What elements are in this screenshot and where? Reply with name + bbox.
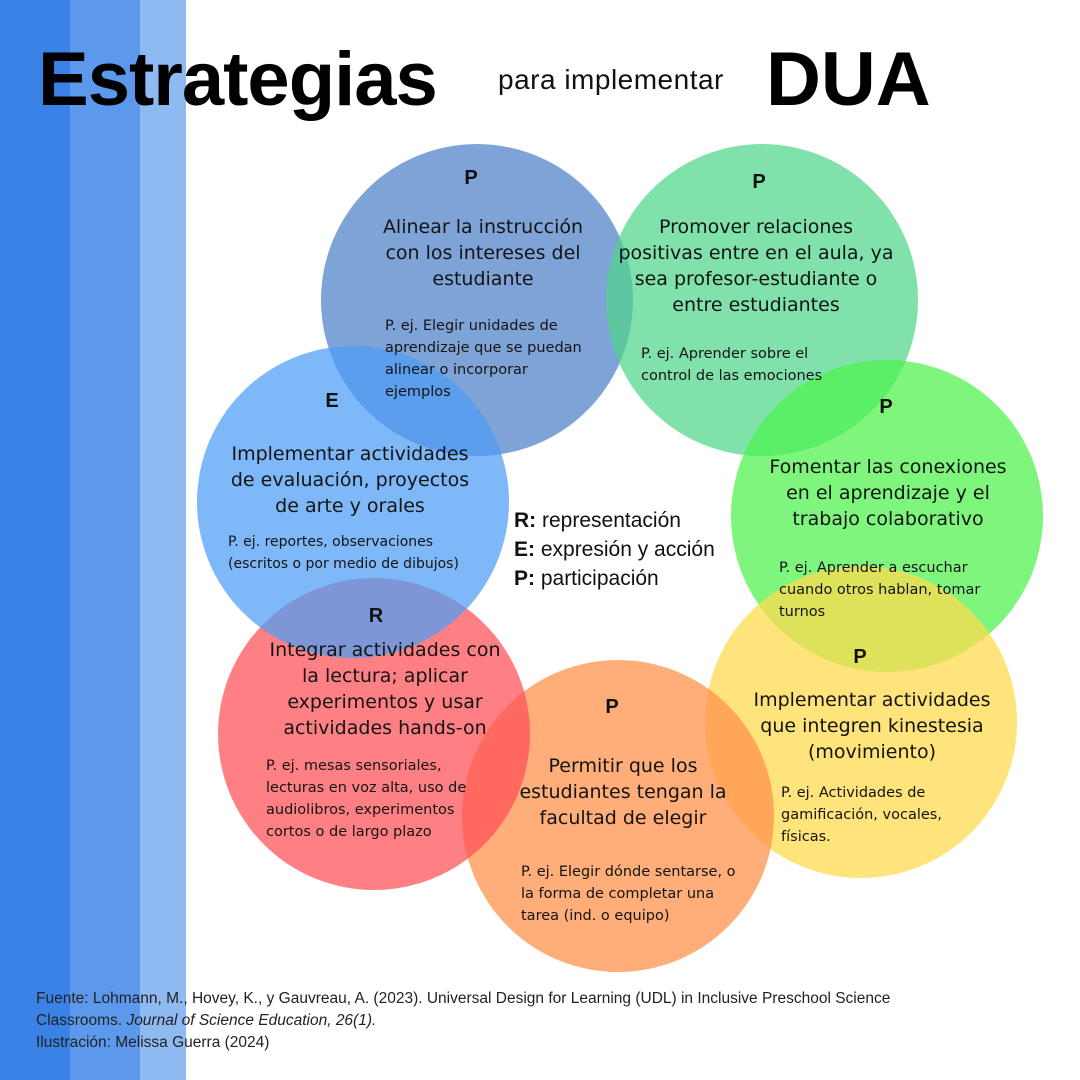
legend-text: expresión y acción	[535, 538, 715, 561]
heading-line: trabajo colaborativo	[792, 508, 984, 530]
example-line: P. ej. Elegir dónde sentarse, o	[521, 864, 736, 880]
source-line-3: Ilustración: Melissa Guerra (2024)	[36, 1034, 270, 1051]
heading-line: facultad de elegir	[539, 807, 707, 829]
title-acronym: DUA	[766, 37, 931, 122]
heading-line: la lectura; aplicar	[302, 665, 468, 687]
heading-line: con los intereses del	[385, 242, 581, 264]
legend-item-r: R: representación	[514, 506, 715, 535]
example-line: P. ej. mesas sensoriales,	[266, 758, 442, 774]
circle-left-heading: Implementar actividades de evaluación, p…	[217, 441, 483, 519]
circle-left-letter: E	[325, 390, 339, 412]
circle-right-example: P. ej. Aprender a escuchar cuando otros …	[779, 557, 980, 623]
title-subtitle: para implementar	[498, 64, 724, 95]
circle-bottom-left-letter: R	[368, 605, 384, 627]
circle-bottom-right-heading: Implementar actividades que integren kin…	[730, 687, 1014, 765]
heading-line: que integren kinestesia	[760, 715, 984, 737]
heading-line: en el aprendizaje y el	[786, 482, 990, 504]
example-line: ejemplos	[385, 384, 451, 400]
decor-stripe-2	[70, 0, 140, 1080]
example-line: lecturas en voz alta, uso de	[266, 780, 467, 796]
heading-line: Integrar actividades con	[269, 639, 501, 661]
heading-line: Alinear la instrucción	[382, 216, 584, 238]
circle-bottom-right-letter: P	[853, 646, 867, 668]
decor-stripe-1	[0, 0, 70, 1080]
source-citation: Fuente: Lohmann, M., Hovey, K., y Gauvre…	[36, 988, 1036, 1054]
heading-line: Implementar actividades	[753, 689, 991, 711]
heading-line: de arte y orales	[275, 495, 425, 517]
example-line: audiolibros, experimentos	[266, 802, 455, 818]
source-line-1: Fuente: Lohmann, M., Hovey, K., y Gauvre…	[36, 990, 891, 1007]
heading-line: actividades hands-on	[283, 717, 487, 739]
circle-right-heading: Fomentar las conexiones en el aprendizaj…	[752, 454, 1024, 532]
heading-line: estudiantes tengan la	[519, 781, 727, 803]
example-line: (escritos o por medio de dibujos)	[228, 556, 459, 572]
legend: R: representación E: expresión y acción …	[514, 506, 715, 593]
heading-line: entre estudiantes	[672, 294, 840, 316]
legend-text: participación	[535, 567, 659, 590]
circle-top-left-heading: Alinear la instrucción con los intereses…	[340, 214, 626, 292]
circle-top-left-example: P. ej. Elegir unidades de aprendizaje qu…	[385, 315, 582, 403]
circle-top-right-heading: Promover relaciones positivas entre en e…	[606, 214, 906, 318]
circle-top-right-letter: P	[752, 171, 766, 193]
example-line: alinear o incorporar	[385, 362, 528, 378]
legend-key: R:	[514, 509, 537, 532]
example-line: físicas.	[781, 829, 831, 845]
source-line-2: Classrooms. Journal of Science Education…	[36, 1010, 1036, 1032]
example-line: P. ej. Actividades de	[781, 785, 926, 801]
circle-right-letter: P	[879, 396, 893, 418]
decor-stripe-3	[140, 0, 186, 1080]
circle-left	[197, 346, 509, 658]
example-line: P. ej. Aprender sobre el	[641, 346, 809, 362]
circle-bottom-example: P. ej. Elegir dónde sentarse, o la forma…	[521, 861, 736, 927]
example-line: cortos o de largo plazo	[266, 824, 432, 840]
heading-line: experimentos y usar	[287, 691, 483, 713]
example-line: la forma de completar una	[521, 886, 715, 902]
example-line: aprendizaje que se puedan	[385, 340, 582, 356]
legend-key: P:	[514, 567, 535, 590]
legend-text: representación	[536, 509, 681, 532]
heading-line: estudiante	[432, 268, 534, 290]
circle-bottom-left-heading: Integrar actividades con la lectura; apl…	[254, 637, 516, 741]
heading-line: Permitir que los	[548, 755, 698, 777]
example-line: turnos	[779, 604, 826, 620]
heading-line: (movimiento)	[807, 741, 937, 763]
example-line: control de las emociones	[641, 368, 823, 384]
example-line: P. ej. reportes, observaciones	[228, 534, 434, 550]
heading-line: de evaluación, proyectos	[230, 469, 470, 491]
heading-line: Implementar actividades	[231, 443, 469, 465]
circle-bottom-letter: P	[605, 696, 619, 718]
legend-item-e: E: expresión y acción	[514, 535, 715, 564]
title-main: Estrategias	[38, 37, 438, 122]
circle-top-left-letter: P	[464, 167, 478, 189]
legend-item-p: P: participación	[514, 564, 715, 593]
circle-left-example: P. ej. reportes, observaciones (escritos…	[228, 531, 459, 575]
heading-line: sea profesor-estudiante o	[634, 268, 878, 290]
circle-bottom-right-example: P. ej. Actividades de gamificación, voca…	[781, 782, 942, 848]
heading-line: Fomentar las conexiones	[769, 456, 1007, 478]
legend-key: E:	[514, 538, 535, 561]
example-line: P. ej. Aprender a escuchar	[779, 560, 968, 576]
example-line: cuando otros hablan, tomar	[779, 582, 981, 598]
heading-line: positivas entre en el aula, ya	[618, 242, 894, 264]
source-journal-plain: Classrooms.	[36, 1012, 127, 1029]
circle-bottom-heading: Permitir que los estudiantes tengan la f…	[490, 753, 756, 831]
example-line: gamificación, vocales,	[781, 807, 942, 823]
source-journal-italic: Journal of Science Education, 26(1).	[126, 1012, 377, 1029]
circle-top-right-example: P. ej. Aprender sobre el control de las …	[641, 343, 822, 387]
heading-line: Promover relaciones	[658, 216, 854, 238]
example-line: tarea (ind. o equipo)	[521, 908, 670, 924]
example-line: P. ej. Elegir unidades de	[385, 318, 558, 334]
circle-bottom-left-example: P. ej. mesas sensoriales, lecturas en vo…	[266, 755, 466, 843]
